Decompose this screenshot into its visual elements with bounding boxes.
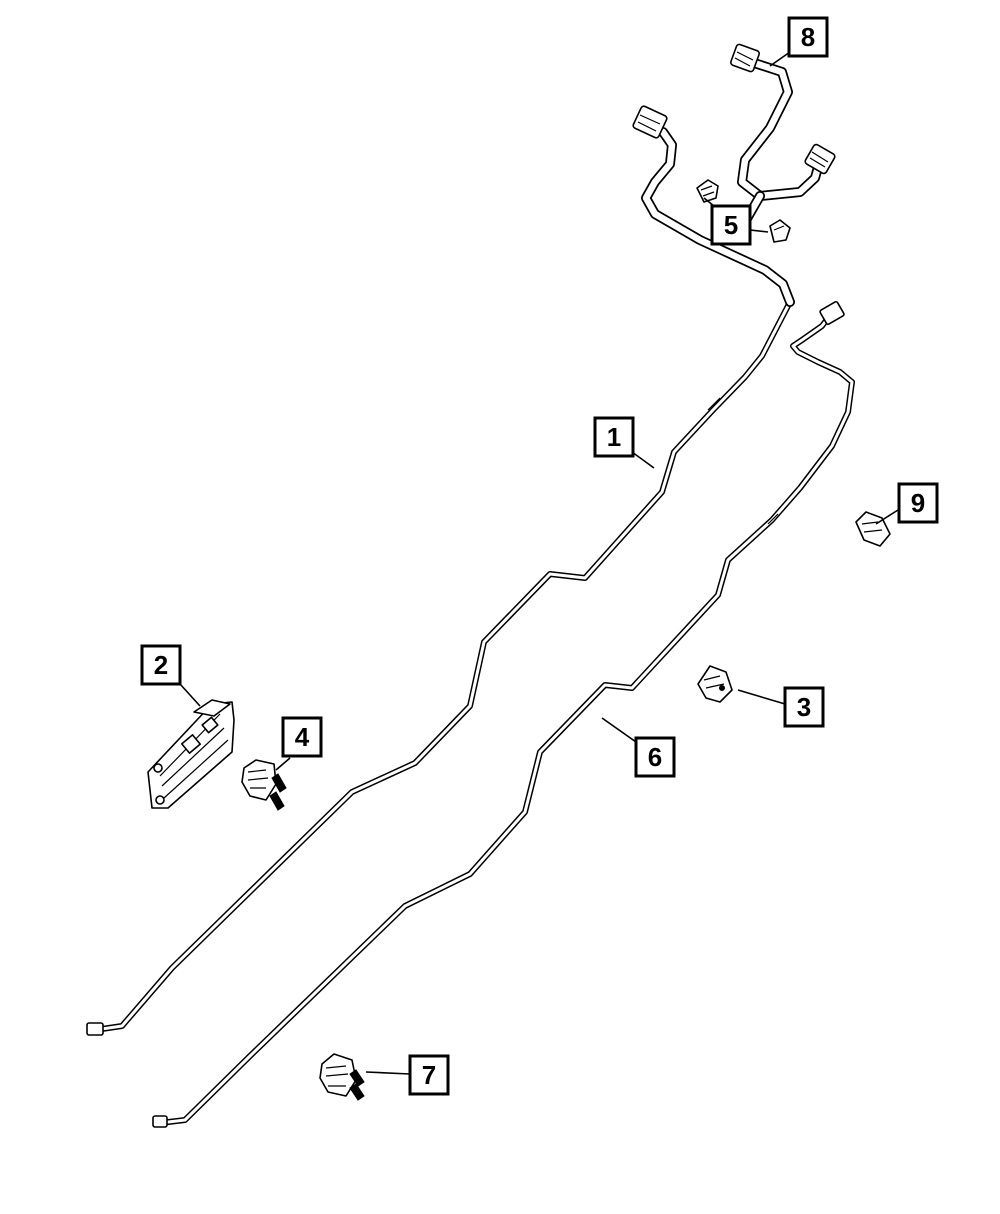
svg-text:9: 9	[911, 488, 925, 518]
callout-7: 7	[408, 1054, 450, 1096]
callout-9: 9	[897, 482, 939, 524]
callout-1: 1	[593, 416, 635, 458]
leader-3	[737, 689, 786, 705]
svg-text:7: 7	[422, 1060, 436, 1090]
leader-7	[365, 1071, 411, 1075]
leader-lines	[179, 51, 899, 1075]
callout-8: 8	[787, 16, 829, 58]
part-8-hose-assembly	[721, 43, 836, 237]
svg-text:3: 3	[797, 692, 811, 722]
callout-2: 2	[140, 644, 182, 686]
leader-1	[631, 451, 655, 469]
svg-text:4: 4	[295, 722, 310, 752]
svg-text:1: 1	[607, 422, 621, 452]
svg-text:5: 5	[724, 210, 738, 240]
quick-connector-1	[632, 105, 668, 139]
part-5-clips	[696, 179, 791, 243]
leader-9	[875, 509, 899, 525]
part-1-fuel-tube	[86, 105, 795, 1036]
leader-2	[179, 683, 201, 707]
callout-4: 4	[281, 716, 323, 758]
leader-8	[769, 51, 791, 67]
part-9-clip	[855, 511, 891, 547]
part-2-bracket	[147, 699, 235, 809]
callout-5: 5	[710, 204, 752, 246]
part-4-clip	[241, 759, 287, 811]
part-6-fuel-tube	[152, 301, 855, 1128]
svg-text:8: 8	[801, 22, 815, 52]
part-3-clip	[697, 665, 733, 703]
callout-6: 6	[634, 736, 676, 778]
leader-6	[601, 717, 637, 743]
svg-text:6: 6	[648, 742, 662, 772]
leader-5b	[749, 229, 769, 233]
svg-text:2: 2	[154, 650, 168, 680]
leader-4	[275, 757, 291, 771]
callout-3: 3	[783, 686, 825, 728]
part-7-clip	[319, 1053, 365, 1101]
